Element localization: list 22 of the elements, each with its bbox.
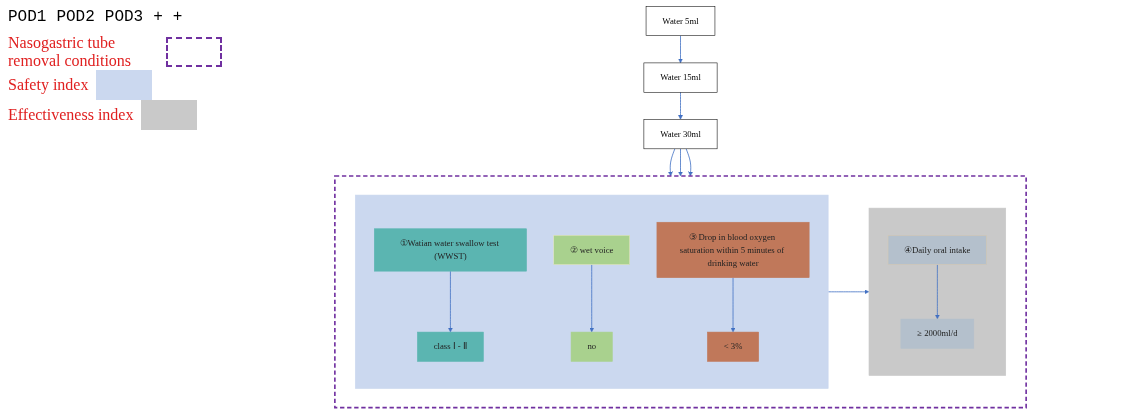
node-box: Water 5ml xyxy=(645,6,716,36)
node-box: Water 15ml xyxy=(643,62,718,93)
legend-text: Effectiveness index xyxy=(8,106,134,124)
node-box: ④Daily oral intake xyxy=(887,235,987,265)
node-box: ①Watian water swallow test (WWST) xyxy=(374,228,527,272)
cluster xyxy=(355,194,829,389)
legend-text: Safety index xyxy=(8,76,89,94)
node-box: Water 30ml xyxy=(643,119,718,150)
label-text: POD2 xyxy=(56,8,95,26)
label-text: POD1 xyxy=(8,8,47,26)
node-box: ≥ 2000ml/d xyxy=(900,318,975,349)
node-box: class Ⅰ - Ⅱ xyxy=(417,331,484,362)
cluster xyxy=(334,175,1027,409)
label-text: + xyxy=(153,8,163,26)
label-text: + xyxy=(172,8,183,26)
legend-text: Nasogastric tube removal conditions xyxy=(8,34,133,70)
node-box: < 3% xyxy=(707,331,759,362)
node-box: no xyxy=(570,331,613,362)
node-box: ② wet voice xyxy=(553,235,630,265)
node-box: ③ Drop in blood oxygen saturation within 5 minutes of drinking water xyxy=(656,221,810,278)
label-text: POD3 xyxy=(104,8,144,26)
cluster xyxy=(868,207,1006,376)
